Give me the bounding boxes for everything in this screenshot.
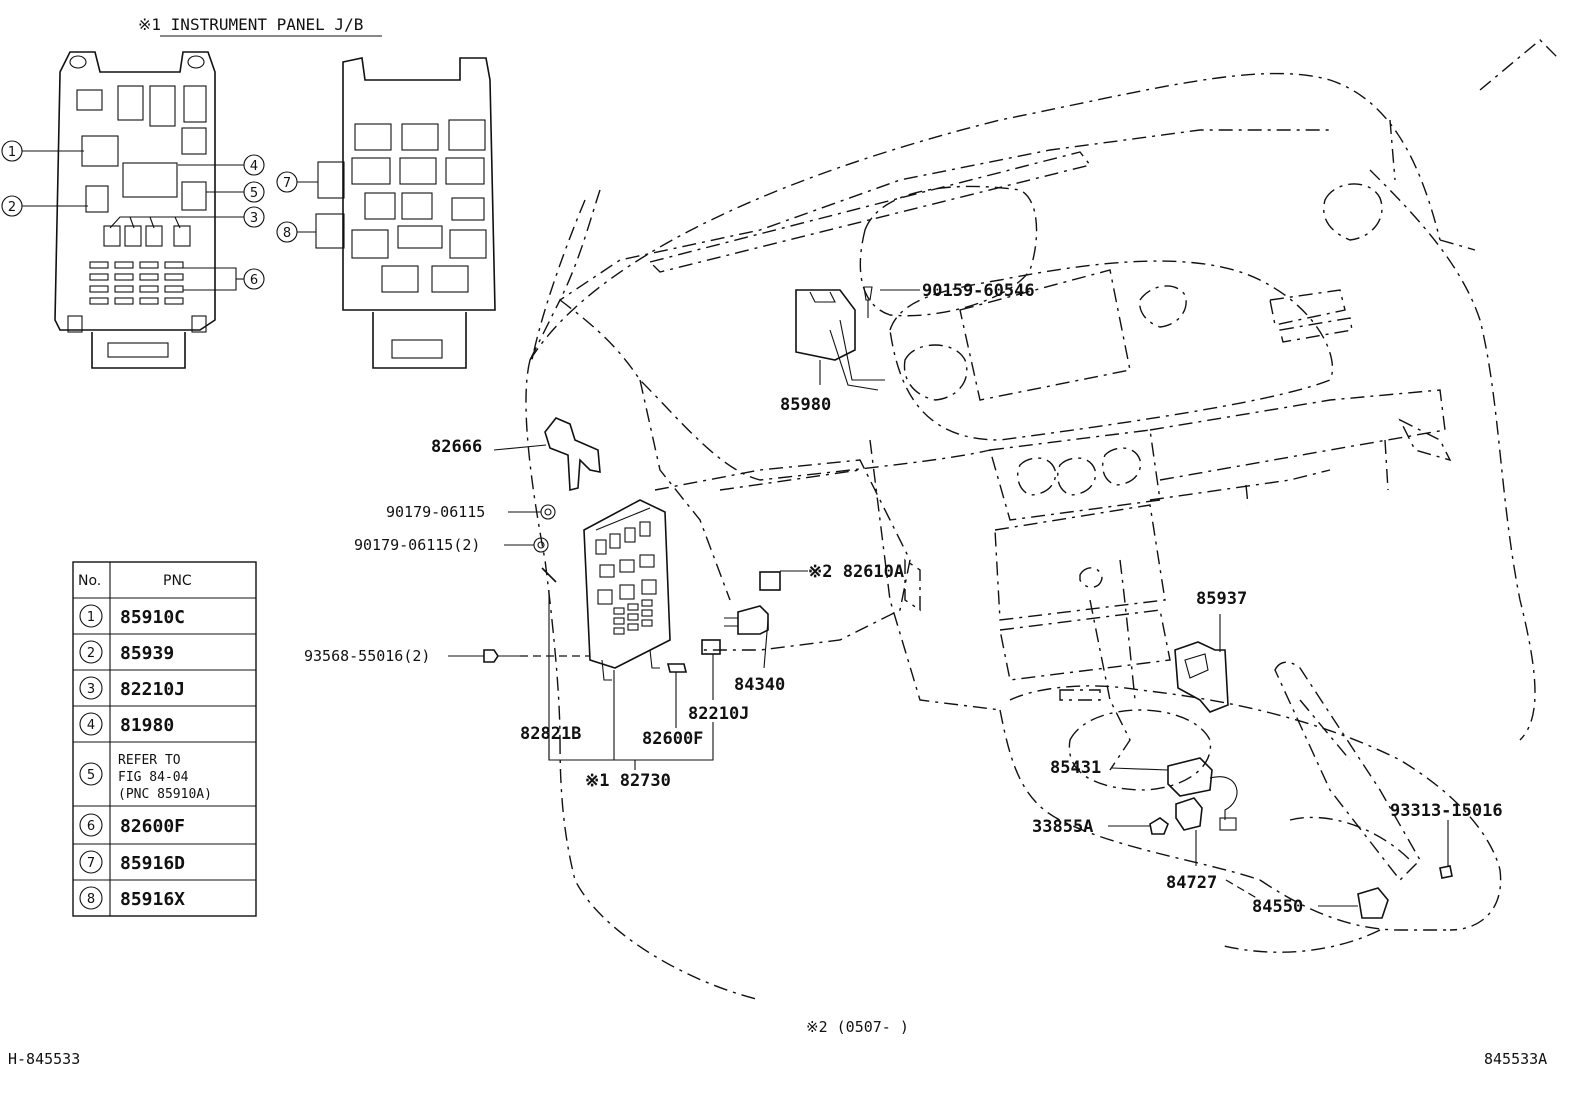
svg-text:8: 8 <box>283 226 291 241</box>
part-93568: 93568-55016(2) <box>304 647 590 665</box>
svg-text:2: 2 <box>87 646 95 661</box>
part-84340: 84340 <box>724 605 785 695</box>
label-85937: 85937 <box>1196 589 1247 609</box>
footnote: ※2 (0507- ) <box>806 1018 909 1036</box>
table-row-pnc: 82210J <box>120 679 185 700</box>
pnc-table: No. PNC 1 85910C 2 85939 3 82210J 4 8198… <box>72 561 257 917</box>
table-row-pnc: 85939 <box>120 643 174 664</box>
part-84550: 84550 <box>1225 879 1389 919</box>
part-85980: 90159-60546 85980 <box>780 281 1035 415</box>
table-header-no: No. <box>78 573 101 589</box>
label-84727: 84727 <box>1166 873 1217 893</box>
part-82821b <box>541 567 557 760</box>
svg-text:7: 7 <box>87 856 95 871</box>
part-93313: 93313-15016 <box>1390 801 1503 879</box>
svg-text:5: 5 <box>87 768 95 783</box>
bracket-82730: ※1 82730 <box>548 670 714 791</box>
part-85937: 85937 <box>1174 589 1247 713</box>
part-85431: 85431 <box>1050 757 1238 831</box>
svg-text:1: 1 <box>87 610 95 625</box>
part-84727: 84727 <box>1166 797 1217 893</box>
label-82610a: ※2 82610A <box>808 562 904 582</box>
table-row-pnc: 85916D <box>120 853 185 874</box>
svg-text:2: 2 <box>8 200 16 215</box>
table-row-pnc: 85916X <box>120 889 185 910</box>
svg-text:6: 6 <box>87 819 95 834</box>
part-82730-junction-block <box>583 499 671 681</box>
part-82610a: ※2 82610A <box>759 562 904 591</box>
callout-2: 2 <box>1 195 88 217</box>
callout-8: 8 <box>276 221 316 243</box>
label-90159-60546: 90159-60546 <box>922 281 1035 301</box>
table-row-pnc: 82600F <box>120 816 185 837</box>
label-85980: 85980 <box>780 395 831 415</box>
table-row-pnc-line: REFER TO <box>118 753 181 768</box>
table-row-pnc-line: (PNC 85910A) <box>118 787 212 802</box>
svg-text:4: 4 <box>87 718 95 733</box>
table-row-pnc: 81980 <box>120 715 174 736</box>
label-90179-06115-2: 90179-06115(2) <box>354 536 480 554</box>
junction-block-rear <box>315 57 496 369</box>
label-93568-55016: 93568-55016(2) <box>304 647 430 665</box>
svg-text:1: 1 <box>8 145 16 160</box>
part-82666: 82666 <box>431 417 601 492</box>
svg-text:3: 3 <box>250 211 258 226</box>
label-82210j: 82210J <box>688 704 749 724</box>
table-header-pnc: PNC <box>163 573 192 589</box>
part-82210j: 82210J <box>688 639 749 724</box>
drawing-code-left: H-845533 <box>8 1050 80 1068</box>
part-82600f: 82600F <box>642 663 703 749</box>
svg-text:3: 3 <box>87 682 95 697</box>
label-84550: 84550 <box>1252 897 1303 917</box>
label-90179-06115: 90179-06115 <box>386 503 485 521</box>
dashboard-outline <box>525 39 1561 1001</box>
label-85431: 85431 <box>1050 758 1101 778</box>
label-84340: 84340 <box>734 675 785 695</box>
label-82730: ※1 82730 <box>585 771 671 791</box>
label-82821b: 82821B <box>520 724 581 744</box>
svg-text:7: 7 <box>283 176 291 191</box>
drawing-code-right: 845533A <box>1484 1050 1547 1068</box>
callout-1: 1 <box>1 140 84 162</box>
label-82600f: 82600F <box>642 729 703 749</box>
svg-text:8: 8 <box>87 892 95 907</box>
part-33855a: 33855A <box>1032 817 1169 837</box>
label-82666: 82666 <box>431 437 482 457</box>
table-row-pnc: 85910C <box>120 607 185 628</box>
junction-block-front <box>54 51 216 369</box>
label-93313-15016: 93313-15016 <box>1390 801 1503 821</box>
callout-5: 5 <box>206 181 265 203</box>
part-90179: 90179-06115 90179-06115(2) <box>354 503 556 554</box>
callout-4: 4 <box>178 154 265 176</box>
table-row-pnc-line: FIG 84-04 <box>118 770 189 785</box>
svg-text:4: 4 <box>250 159 258 174</box>
callout-6: 6 <box>183 267 265 291</box>
label-33855a: 33855A <box>1032 817 1093 837</box>
callout-3: 3 <box>109 206 265 229</box>
svg-text:5: 5 <box>250 186 258 201</box>
svg-text:6: 6 <box>250 273 258 288</box>
callout-7: 7 <box>276 171 318 193</box>
diagram-title: ※1 INSTRUMENT PANEL J/B <box>138 15 363 34</box>
